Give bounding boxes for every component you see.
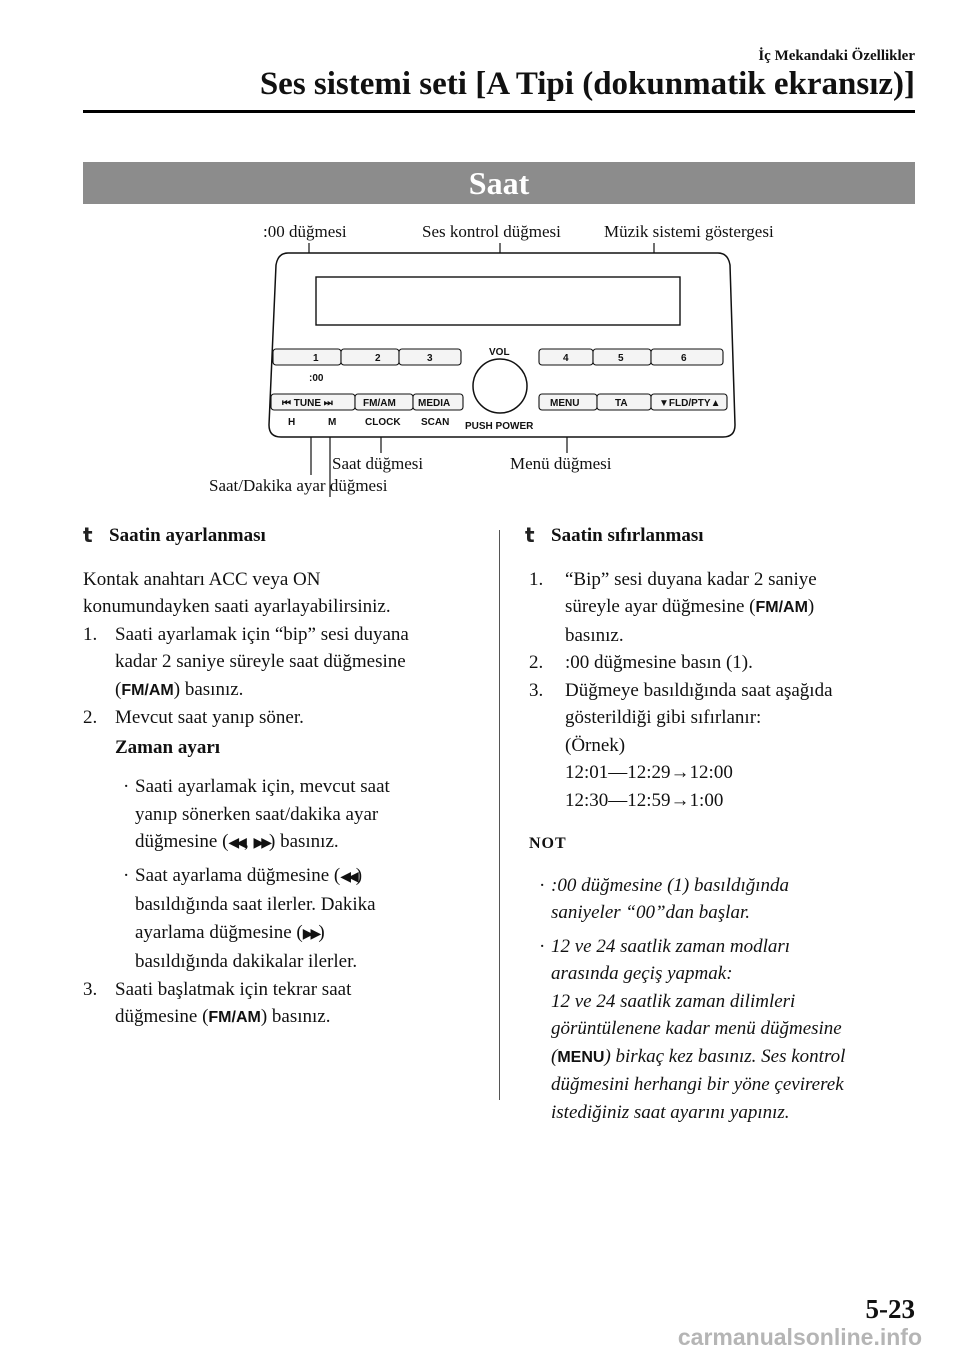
- step-1: 1. Saati ayarlamak için “bip” sesi duyan…: [83, 621, 483, 705]
- ta-label: TA: [615, 398, 628, 409]
- callout-volume: Ses kontrol düğmesi: [422, 222, 561, 241]
- note-heading: NOT: [529, 835, 567, 852]
- preset-buttons-left: [272, 348, 462, 366]
- callout-clock: Saat düğmesi: [332, 454, 423, 473]
- fmam-key: FM/AM: [208, 1009, 261, 1026]
- callout-zero: :00 düğmesi: [263, 222, 347, 241]
- menu-key: MENU: [557, 1048, 605, 1066]
- step-number: 3.: [83, 978, 98, 1000]
- push-power-label: PUSH POWER: [465, 421, 534, 432]
- heading-resetting-clock: t Saatin sıfırlanması: [525, 522, 915, 550]
- page-number: 5-23: [865, 1294, 916, 1324]
- step-line: Saati ayarlamak için “bip” sesi duyana: [115, 623, 409, 645]
- step-line: kadar 2 saniye süreyle saat düğmesine: [115, 651, 406, 672]
- fmam-label: FM/AM: [363, 398, 396, 409]
- button-label-5: 5: [618, 353, 624, 364]
- reset-step-3: 3. Düğmeye basıldığında saat aşağıda gös…: [525, 677, 915, 815]
- step-number: 1.: [529, 568, 544, 590]
- m-label: M: [328, 417, 336, 428]
- header-divider: [83, 110, 915, 113]
- bullet-dot: ·: [539, 874, 546, 896]
- tune-skip-icon: ⏮: [282, 398, 294, 409]
- tune-label: ⏮ TUNE ⏭: [282, 398, 333, 409]
- subheading-time-setting: Zaman ayarı: [115, 736, 221, 758]
- menu-label: MENU: [550, 398, 579, 409]
- button-label-6: 6: [681, 353, 687, 364]
- right-column: t Saatin sıfırlanması 1. “Bip” sesi duya…: [525, 522, 915, 1126]
- button-label-3: 3: [427, 353, 433, 364]
- step-number: 2.: [83, 707, 98, 728]
- fast-forward-icon: ▶▶: [302, 925, 321, 942]
- button-label-zero: :00: [309, 373, 324, 384]
- music-display: [315, 276, 681, 326]
- volume-knob: [472, 358, 528, 414]
- reset-step-1: 1. “Bip” sesi duyana kadar 2 saniye süre…: [525, 566, 915, 650]
- bullet-dot: ·: [123, 776, 130, 797]
- step-number: 1.: [83, 623, 98, 645]
- example-line: 12:30―12:59→1:00: [565, 789, 724, 811]
- bullet-item: · Saati ayarlamak için, mevcut saat yanı…: [83, 773, 483, 858]
- vol-label: VOL: [489, 347, 510, 358]
- function-buttons-left: [270, 393, 464, 411]
- watermark: carmanualsonline.info: [677, 1324, 922, 1350]
- bullet-dot: ·: [123, 864, 130, 886]
- heading-text: Saatin ayarlanması: [109, 525, 266, 546]
- callout-hour-min: Saat/Dakika ayar düğmesi: [209, 476, 388, 495]
- step-number: 3.: [529, 679, 544, 701]
- fast-forward-icon: ▶▶: [253, 835, 271, 851]
- bullet-dot: ·: [539, 935, 546, 957]
- bullet-item: · Saat ayarlama düğmesine (◀◀) basıldığı…: [83, 862, 483, 976]
- section-bullet-icon: t: [83, 523, 93, 547]
- step-line: (FM/AM) basınız.: [115, 678, 244, 700]
- radio-diagram: 1 2 3 :00 4 5 6 VOL PUSH POWER ⏮ TUNE ⏭ …: [209, 222, 774, 497]
- button-label-4: 4: [563, 353, 569, 364]
- example-line: 12:01―12:29→12:00: [565, 762, 733, 783]
- clock-label: CLOCK: [365, 417, 401, 428]
- scan-label: SCAN: [421, 417, 449, 428]
- section-subtitle: İç Mekandaki Özellikler: [758, 48, 915, 64]
- note-item: · :00 düğmesine (1) basıldığında saniyel…: [525, 872, 915, 927]
- left-column: t Saatin ayarlanması Kontak anahtarı ACC…: [83, 522, 483, 1032]
- fldpty-label: ▼FLD/PTY▲: [659, 398, 720, 409]
- step-2: 2. Mevcut saat yanıp söner.: [83, 704, 483, 732]
- callout-menu: Menü düğmesi: [510, 454, 612, 473]
- column-divider: [499, 530, 500, 1100]
- step-3: 3. Saati başlatmak için tekrar saat düğm…: [83, 976, 483, 1032]
- media-label: MEDIA: [418, 398, 450, 409]
- step-number: 2.: [529, 652, 544, 673]
- heading-text: Saatin sıfırlanması: [551, 525, 704, 546]
- preset-buttons-right: [538, 348, 724, 366]
- page-title: Saat: [83, 162, 915, 204]
- reset-step-2: 2. :00 düğmesine basın (1).: [525, 649, 915, 677]
- rewind-icon: ◀◀: [340, 868, 358, 885]
- callout-display: Müzik sistemi göstergesi: [604, 222, 774, 241]
- button-label-2: 2: [375, 353, 381, 364]
- button-label-1: 1: [313, 353, 319, 364]
- h-label: H: [288, 417, 295, 428]
- section-bullet-icon: t: [525, 523, 535, 547]
- intro-line: Kontak anahtarı ACC veya ON: [83, 568, 321, 590]
- section-title: Ses sistemi seti [A Tipi (dokunmatik ekr…: [259, 66, 915, 102]
- rewind-icon: ◀◀: [228, 835, 246, 851]
- step-line: Mevcut saat yanıp söner.: [115, 707, 304, 728]
- heading-setting-clock: t Saatin ayarlanması: [83, 522, 483, 550]
- fmam-key: FM/AM: [121, 681, 174, 699]
- function-buttons-right: [538, 393, 728, 411]
- intro-line: konumundayken saati ayarlayabilirsiniz.: [83, 596, 391, 617]
- note-item: · 12 ve 24 saatlik zaman modları arasınd…: [525, 933, 915, 1127]
- fmam-key: FM/AM: [755, 599, 808, 616]
